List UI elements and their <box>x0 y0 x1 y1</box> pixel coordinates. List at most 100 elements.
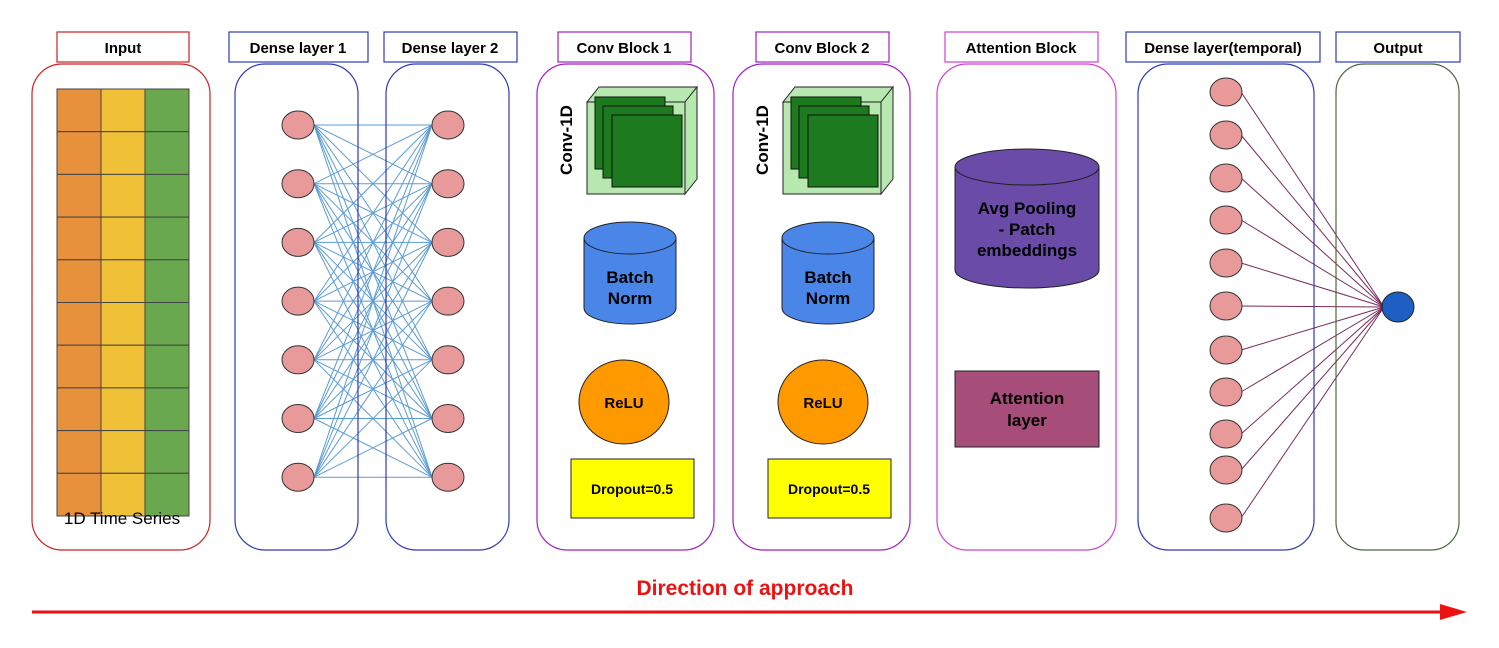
grid-cell <box>56 302 102 346</box>
relu-label-2: ReLU <box>803 395 842 412</box>
dense-connections <box>313 124 433 478</box>
grid-cell <box>144 216 190 261</box>
temporal-header-box <box>1125 31 1321 63</box>
conv1-header-box <box>557 31 692 63</box>
dense1-node <box>281 462 315 492</box>
grid-cell <box>144 302 190 346</box>
dense1-node <box>281 404 315 433</box>
dense2-panel <box>385 63 510 551</box>
temporal-edge <box>1240 91 1385 308</box>
dense2-header: Dense layer 2 <box>402 40 499 57</box>
dense1-panel <box>234 63 359 551</box>
temporal-panel <box>1137 63 1315 551</box>
avg-pooling-cylinder <box>954 148 1100 289</box>
temporal-connections <box>1240 91 1385 519</box>
temporal-nodes <box>1209 77 1243 533</box>
dense1-header: Dense layer 1 <box>250 40 347 57</box>
attention-header: Attention Block <box>966 40 1077 57</box>
dense1-node <box>281 227 315 257</box>
output-header-box <box>1335 31 1461 63</box>
attention-layer-label-2: layer <box>1007 411 1047 430</box>
dropout-label-2: Dropout=0.5 <box>788 481 870 497</box>
relu-label-1: ReLU <box>604 395 643 412</box>
dense-edge <box>313 183 433 478</box>
dense-edge <box>313 124 433 185</box>
time-series-grid <box>56 88 190 517</box>
input-header: Input <box>105 40 142 57</box>
dense2-node <box>431 345 465 375</box>
grid-cell <box>144 387 190 432</box>
dense2-node <box>431 286 465 316</box>
temporal-node <box>1209 163 1243 193</box>
temporal-node <box>1209 419 1243 449</box>
conv1d-cube-1 <box>585 85 699 196</box>
temporal-edge <box>1240 306 1385 435</box>
output-panel <box>1335 63 1460 551</box>
dense1-header-box <box>228 31 369 63</box>
temporal-edge <box>1240 219 1385 308</box>
grid-cell <box>100 259 146 303</box>
grid-cell <box>144 131 190 175</box>
batchnorm-label-1a: Batch <box>606 268 653 287</box>
grid-cell <box>100 472 146 517</box>
conv2-panel <box>732 63 911 551</box>
grid-cell <box>144 259 190 303</box>
dense-edge <box>313 418 433 478</box>
attention-panel <box>936 63 1117 551</box>
dense-edge <box>313 300 433 478</box>
batchnorm-label-2b: Norm <box>806 289 850 308</box>
dense-edge <box>313 124 433 361</box>
dense2-nodes <box>431 110 465 492</box>
temporal-edge <box>1240 306 1385 351</box>
input-caption: 1D Time Series <box>64 509 180 528</box>
temporal-node <box>1209 503 1243 533</box>
conv1d-cube-2 <box>781 85 895 196</box>
dense-edge <box>313 124 433 302</box>
temporal-edge <box>1240 306 1385 519</box>
grid-cell <box>100 88 146 133</box>
batchnorm-label-2a: Batch <box>804 268 851 287</box>
relu-circle-2 <box>777 359 869 445</box>
grid-cell <box>100 131 146 175</box>
batchnorm-cylinder-1 <box>583 221 677 325</box>
input-header-box <box>56 31 190 63</box>
temporal-node <box>1209 377 1243 407</box>
grid-cell <box>144 88 190 133</box>
grid-cell <box>100 430 146 474</box>
grid-cell <box>56 131 102 175</box>
input-panel <box>31 63 211 551</box>
grid-cell <box>100 173 146 218</box>
grid-cell <box>56 344 102 389</box>
dense1-node <box>281 286 315 316</box>
dropout-box-1 <box>570 458 695 519</box>
grid-cell <box>144 344 190 389</box>
avg-pooling-label-2: - Patch <box>999 220 1056 239</box>
temporal-edge <box>1240 262 1385 308</box>
grid-cell <box>56 259 102 303</box>
dense-edge <box>313 124 433 478</box>
grid-cell <box>56 216 102 261</box>
batchnorm-label-1b: Norm <box>608 289 652 308</box>
attention-header-box <box>944 31 1099 63</box>
temporal-edge <box>1240 134 1385 308</box>
conv1d-label-1: Conv-1D <box>557 105 576 175</box>
temporal-edge <box>1240 306 1385 393</box>
temporal-edge <box>1240 306 1385 471</box>
dropout-box-2 <box>767 458 892 519</box>
attention-layer-label-1: Attention <box>990 389 1065 408</box>
dense2-node <box>431 404 465 433</box>
batchnorm-cylinder-2 <box>781 221 875 325</box>
grid-cell <box>56 430 102 474</box>
dense2-node <box>431 227 465 257</box>
temporal-node <box>1209 291 1243 321</box>
temporal-node <box>1209 455 1243 485</box>
conv1d-label-2: Conv-1D <box>753 105 772 175</box>
grid-cell <box>100 387 146 432</box>
temporal-node <box>1209 205 1243 235</box>
dense-edge <box>313 359 433 478</box>
temporal-header: Dense layer(temporal) <box>1144 40 1302 57</box>
grid-cell <box>144 430 190 474</box>
dense2-node <box>431 169 465 199</box>
conv2-header: Conv Block 2 <box>774 40 869 57</box>
dense1-node <box>281 110 315 140</box>
